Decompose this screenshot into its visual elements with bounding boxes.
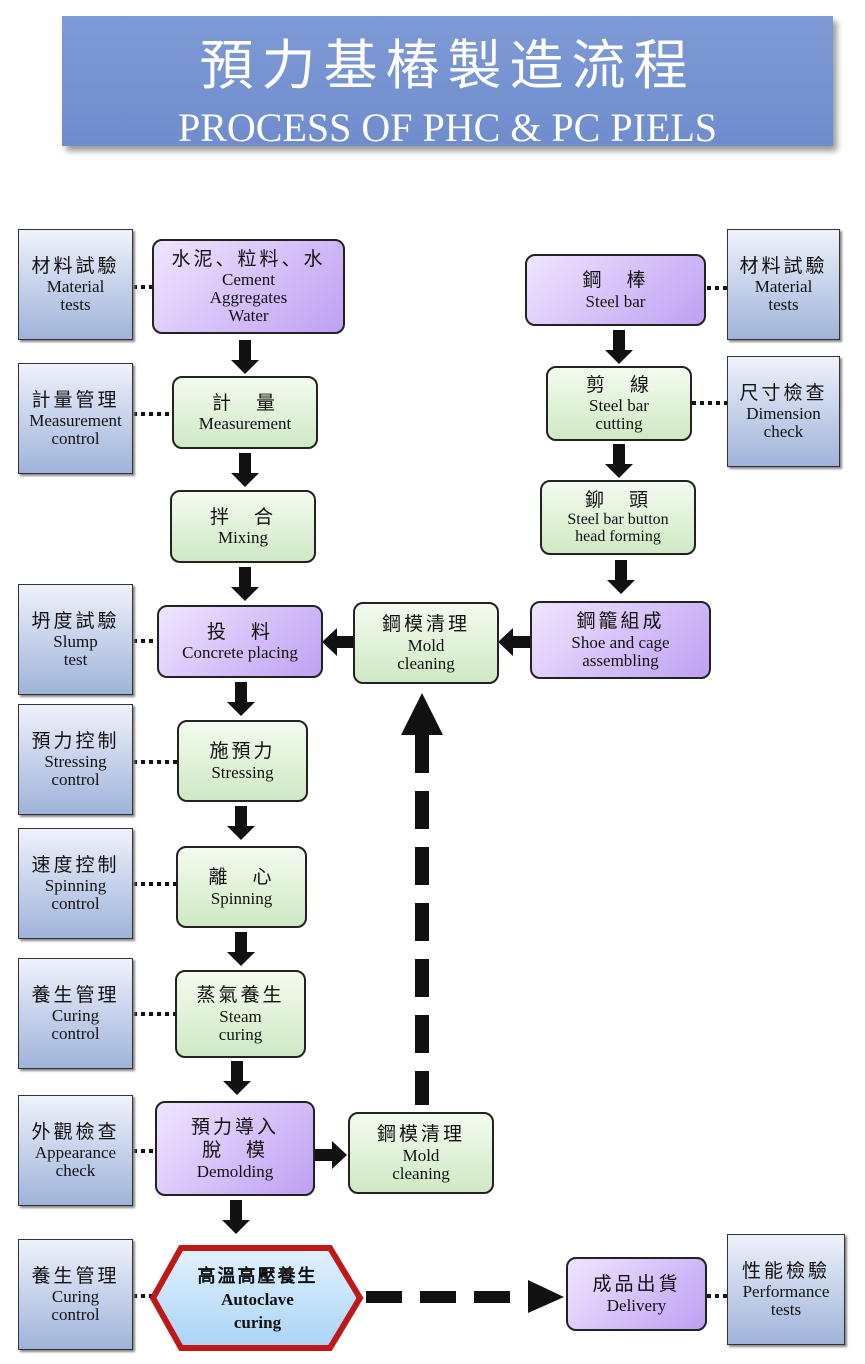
arrow-down (223, 1061, 251, 1095)
autoclave-hexagon (149, 1245, 364, 1351)
arrow-down (605, 330, 633, 364)
title-banner: 預力基樁製造流程 PROCESS OF PHC & PC PIELS (62, 16, 833, 150)
arrow-down (227, 806, 255, 840)
step-mixing: 拌 合 Mixing (170, 490, 316, 563)
step-steel-bar: 鋼 棒 Steel bar (525, 254, 706, 326)
arrow-up-head (401, 693, 443, 735)
step-concrete-placing: 投 料 Concrete placing (157, 605, 323, 678)
arrow-down (605, 444, 633, 478)
arrow-down (231, 567, 259, 601)
step-delivery: 成品出貨 Delivery (566, 1257, 707, 1331)
arrow-down (227, 932, 255, 966)
arrow-down (222, 1200, 250, 1234)
title-zh: 預力基樁製造流程 (199, 34, 696, 97)
arrow-left (322, 628, 353, 656)
arrow-left (498, 628, 531, 656)
step-stressing: 施預力 Stressing (177, 720, 308, 802)
step-spinning: 離 心 Spinning (176, 846, 307, 928)
title-en: PROCESS OF PHC & PC PIELS (177, 105, 718, 150)
step-demolding: 預力導入 脫 模 Demolding (155, 1101, 315, 1196)
arrow-right (315, 1141, 347, 1169)
arrow-right-head (528, 1280, 564, 1313)
step-measurement: 計 量 Measurement (172, 376, 318, 449)
arrow-down (607, 560, 635, 594)
arrow-down (227, 682, 255, 716)
arrow-down (231, 453, 259, 487)
arrow-down (231, 340, 259, 374)
